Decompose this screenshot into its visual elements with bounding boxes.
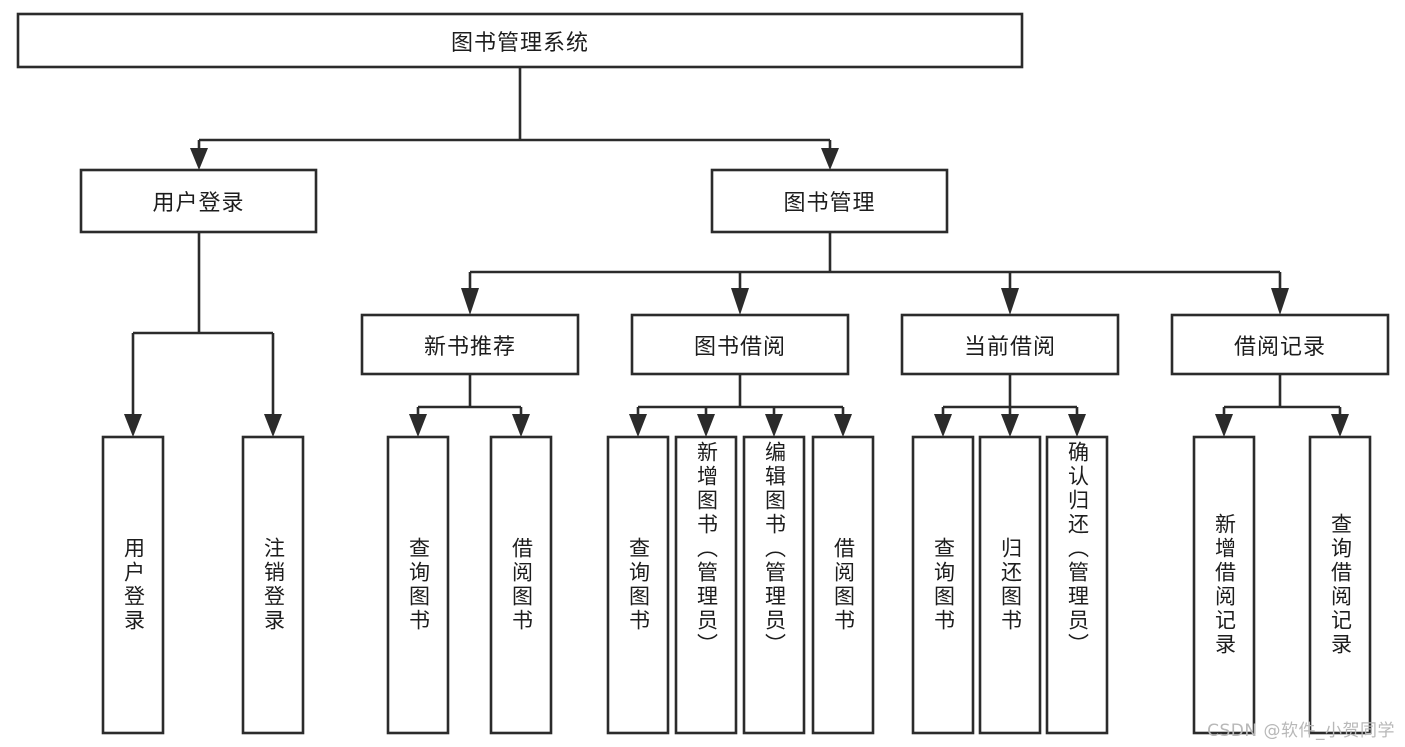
node-box-user-login[interactable] — [79, 168, 318, 234]
node-box-borrow-record[interactable] — [1170, 313, 1390, 376]
node-box-book-management[interactable] — [710, 168, 949, 234]
arrow-br-leaf1 — [1215, 414, 1233, 437]
arrow-bb-leaf2 — [697, 414, 715, 437]
node-box-leaf-nbr-borrow-book[interactable] — [489, 435, 553, 735]
arrow-to-user-login — [190, 148, 208, 170]
node-box-leaf-cb-confirm-return[interactable] — [1045, 435, 1109, 735]
arrow-bb-leaf1 — [629, 414, 647, 437]
node-box-leaf-br-add-record[interactable] — [1192, 435, 1256, 735]
node-box-book-borrow[interactable] — [630, 313, 850, 376]
arrow-to-leaf-logout — [264, 414, 282, 437]
node-box-current-borrow[interactable] — [900, 313, 1120, 376]
connector-layer — [124, 67, 1349, 437]
arrow-nbr-leaf2 — [512, 414, 530, 437]
arrow-to-book-management — [821, 148, 839, 170]
node-box-root[interactable] — [16, 12, 1024, 69]
arrow-cb-leaf3 — [1068, 414, 1086, 437]
node-box-leaf-cb-return-book[interactable] — [978, 435, 1042, 735]
node-box-leaf-user-login[interactable] — [101, 435, 165, 735]
arrow-to-current-borrow — [1001, 288, 1019, 315]
arrow-bb-leaf4 — [834, 414, 852, 437]
node-box-leaf-logout[interactable] — [241, 435, 305, 735]
node-box-leaf-bb-query-book[interactable] — [606, 435, 670, 735]
arrow-to-leaf-user-login — [124, 414, 142, 437]
arrow-bb-leaf3 — [765, 414, 783, 437]
arrow-to-new-book-recommend — [461, 288, 479, 315]
arrow-cb-leaf2 — [1001, 414, 1019, 437]
arrow-nbr-leaf1 — [409, 414, 427, 437]
node-box-leaf-bb-borrow-book[interactable] — [811, 435, 875, 735]
node-box-layer — [16, 12, 1390, 735]
node-box-new-book-recommend[interactable] — [360, 313, 580, 376]
node-box-leaf-cb-query-book[interactable] — [911, 435, 975, 735]
arrow-cb-leaf1 — [934, 414, 952, 437]
node-box-leaf-nbr-query-book[interactable] — [386, 435, 450, 735]
arrow-to-book-borrow — [731, 288, 749, 315]
node-box-leaf-bb-add-book[interactable] — [674, 435, 738, 735]
arrow-br-leaf2 — [1331, 414, 1349, 437]
node-box-leaf-br-query-record[interactable] — [1308, 435, 1372, 735]
arrow-to-borrow-record — [1271, 288, 1289, 315]
node-box-leaf-bb-edit-book[interactable] — [742, 435, 806, 735]
